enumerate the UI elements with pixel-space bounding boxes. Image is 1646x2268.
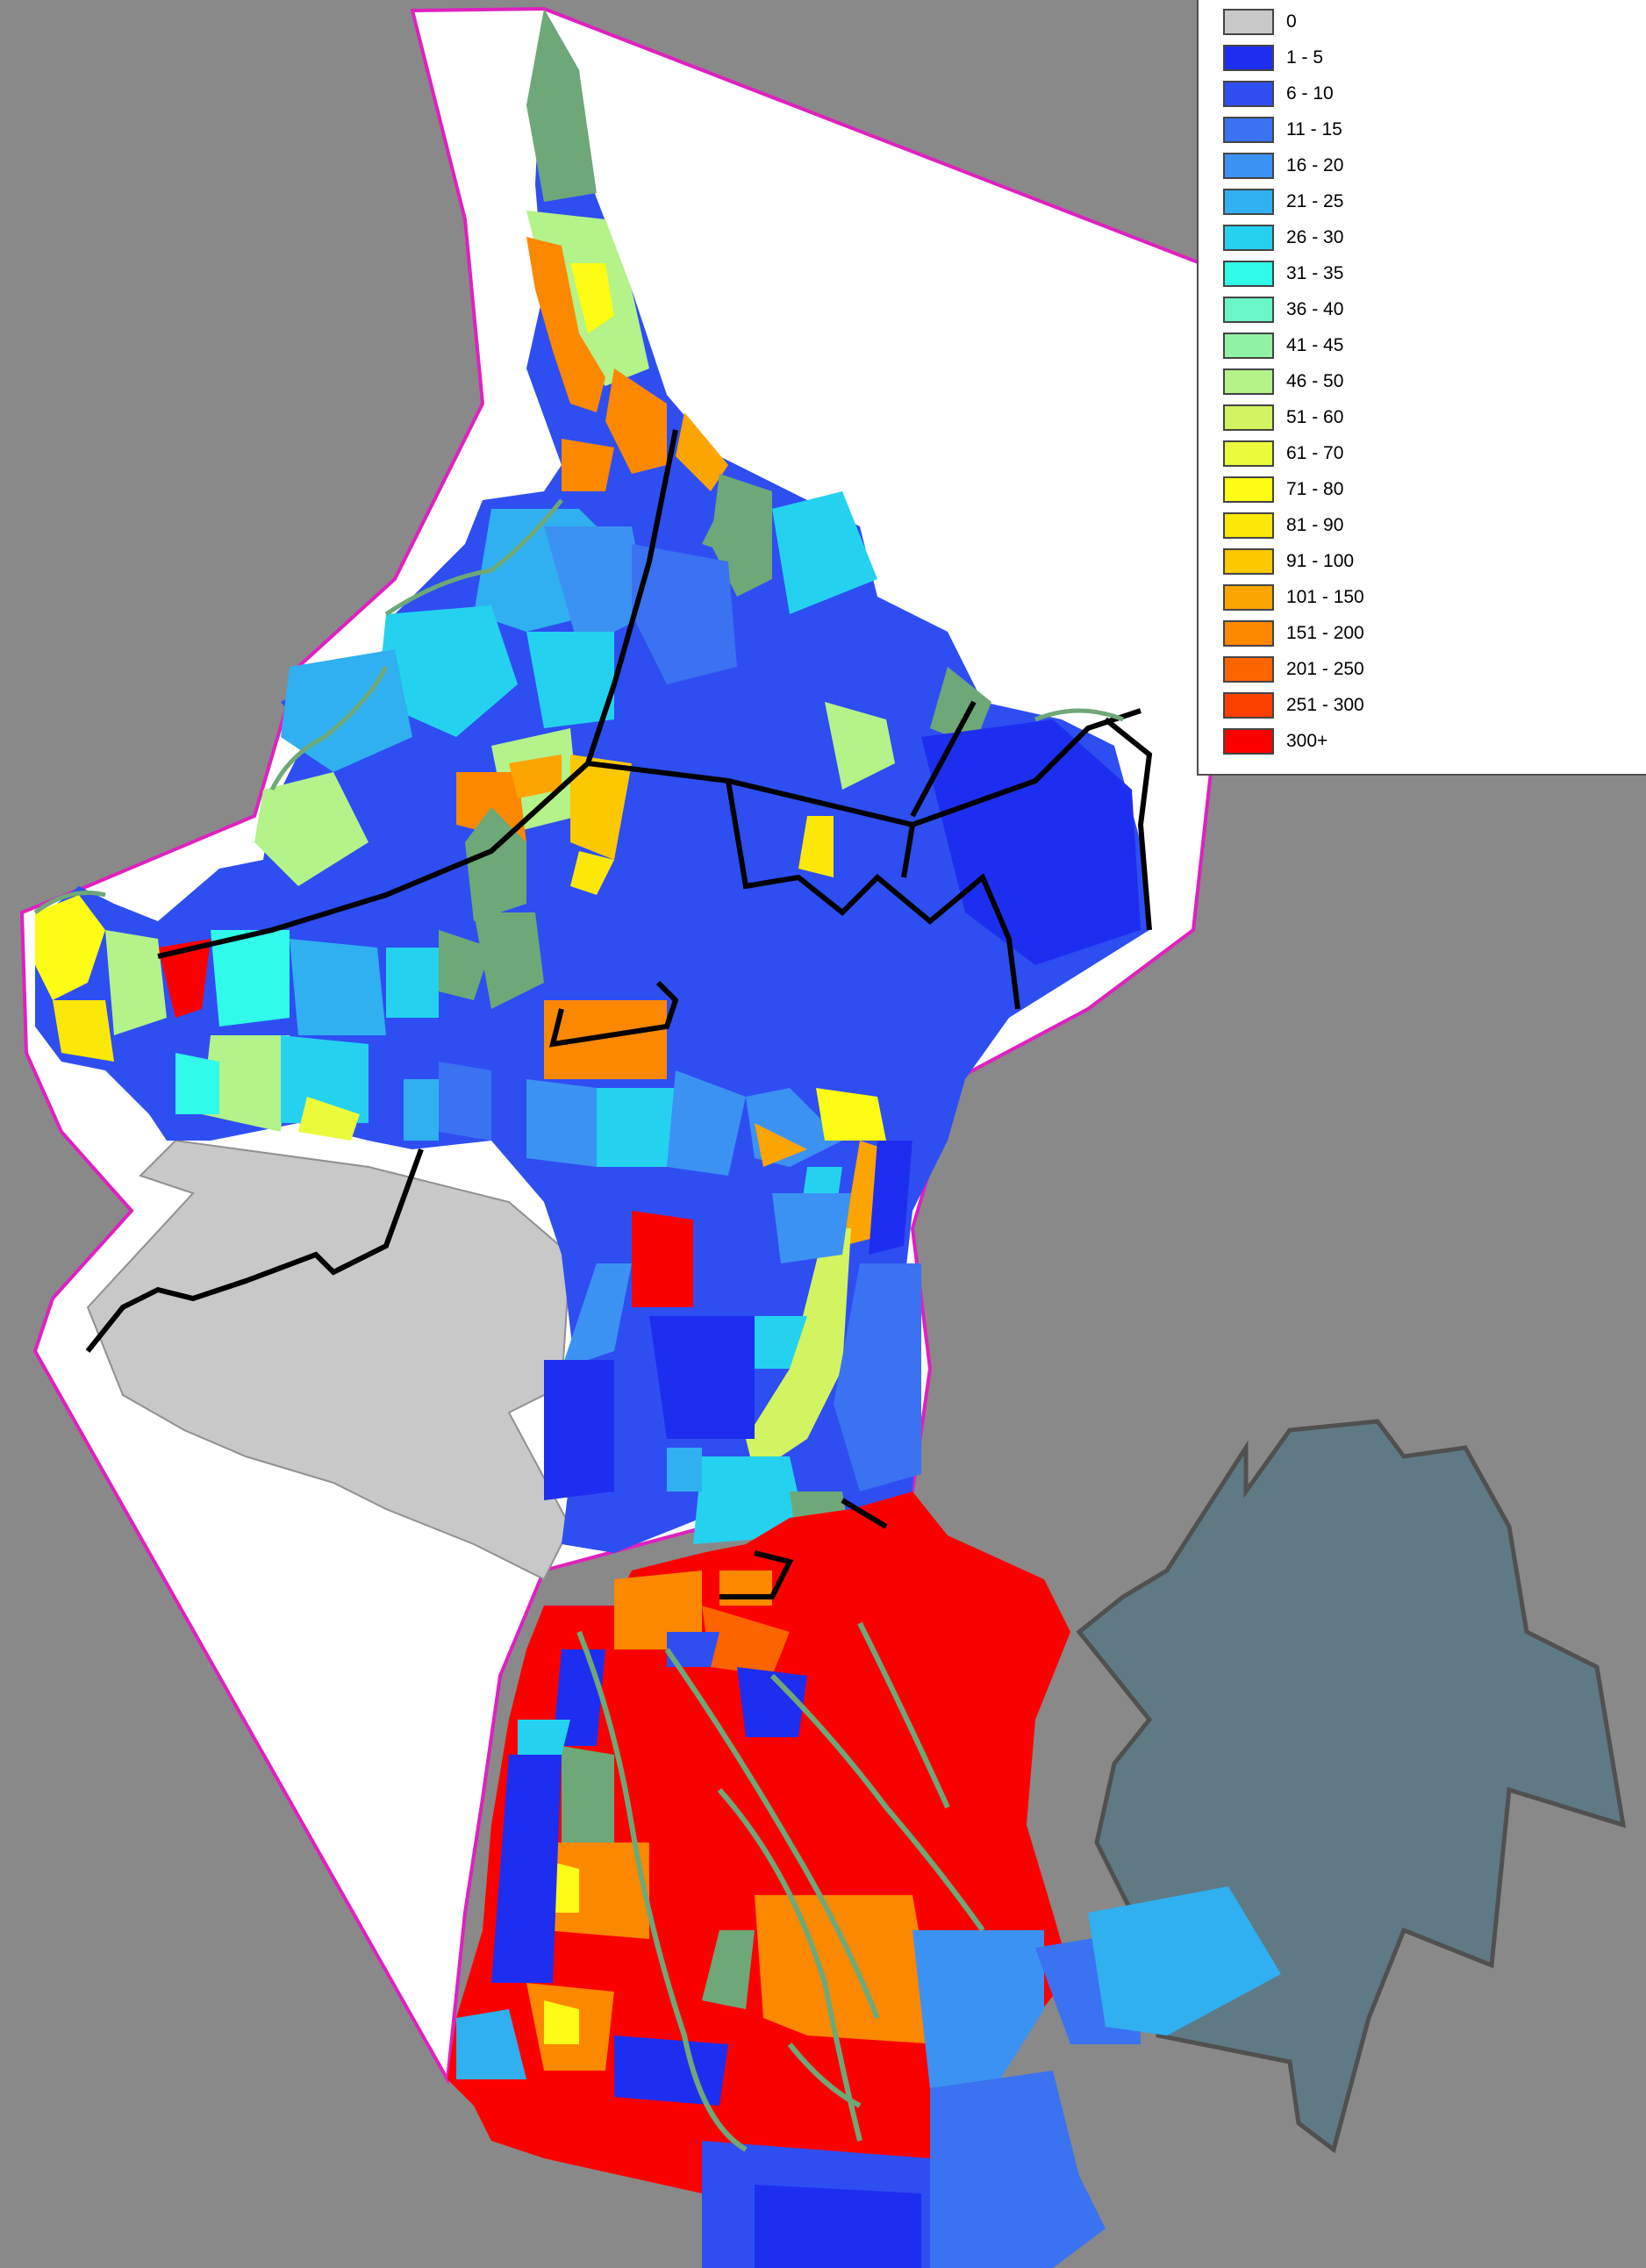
stream-channels bbox=[576, 1621, 985, 2152]
legend-item: 0 bbox=[1223, 9, 1297, 35]
legend-swatch bbox=[1223, 225, 1274, 251]
legend-swatch bbox=[1223, 512, 1274, 539]
legend-swatch bbox=[1223, 548, 1274, 575]
legend-swatch bbox=[1223, 404, 1274, 431]
southern-high-zone bbox=[447, 1492, 1281, 2268]
legend-swatch bbox=[1223, 620, 1274, 647]
legend-label: 251 - 300 bbox=[1286, 695, 1364, 715]
legend-label: 36 - 40 bbox=[1286, 299, 1344, 319]
legend-label: 71 - 80 bbox=[1286, 479, 1344, 499]
legend-label: 6 - 10 bbox=[1286, 83, 1334, 104]
legend-item: 251 - 300 bbox=[1223, 692, 1364, 719]
outside-region bbox=[1076, 1419, 1627, 2154]
legend-swatch bbox=[1223, 45, 1274, 71]
legend-item: 41 - 45 bbox=[1223, 333, 1343, 359]
legend-swatch bbox=[1223, 261, 1274, 287]
region-patches bbox=[35, 9, 1141, 1553]
legend-label: 0 bbox=[1286, 11, 1297, 32]
zone-zero-west bbox=[86, 1139, 572, 1581]
legend-label: 91 - 100 bbox=[1286, 551, 1355, 571]
legend-item: 101 - 150 bbox=[1223, 584, 1364, 611]
legend-label: 101 - 150 bbox=[1286, 587, 1364, 607]
legend-item: 1 - 5 bbox=[1223, 45, 1323, 71]
legend-item: 31 - 35 bbox=[1223, 261, 1343, 287]
legend-swatch bbox=[1223, 476, 1274, 503]
legend-label: 26 - 30 bbox=[1286, 227, 1344, 247]
legend-swatch bbox=[1223, 297, 1274, 323]
map-legend: 0 1 - 5 6 - 10 11 - 15 16 - 20 21 - 25 26 - 30… bbox=[1197, 0, 1646, 776]
legend-item: 151 - 200 bbox=[1223, 620, 1364, 647]
legend-swatch bbox=[1223, 333, 1274, 359]
legend-label: 81 - 90 bbox=[1286, 515, 1344, 535]
legend-swatch bbox=[1223, 117, 1274, 143]
legend-label: 61 - 70 bbox=[1286, 443, 1344, 463]
legend-swatch bbox=[1223, 189, 1274, 215]
legend-item: 6 - 10 bbox=[1223, 81, 1334, 107]
legend-label: 300+ bbox=[1286, 731, 1328, 751]
legend-label: 151 - 200 bbox=[1286, 623, 1364, 643]
legend-swatch bbox=[1223, 9, 1274, 35]
legend-item: 71 - 80 bbox=[1223, 476, 1343, 503]
legend-item: 46 - 50 bbox=[1223, 368, 1343, 395]
legend-swatch bbox=[1223, 692, 1274, 719]
legend-item: 26 - 30 bbox=[1223, 225, 1343, 251]
legend-item: 21 - 25 bbox=[1223, 189, 1343, 215]
legend-swatch bbox=[1223, 368, 1274, 395]
legend-item: 36 - 40 bbox=[1223, 297, 1343, 323]
legend-label: 41 - 45 bbox=[1286, 335, 1344, 355]
legend-swatch bbox=[1223, 81, 1274, 107]
legend-label: 201 - 250 bbox=[1286, 659, 1364, 679]
legend-swatch bbox=[1223, 440, 1274, 467]
legend-swatch bbox=[1223, 584, 1274, 611]
legend-swatch bbox=[1223, 728, 1274, 755]
legend-label: 1 - 5 bbox=[1286, 47, 1324, 68]
legend-item: 201 - 250 bbox=[1223, 656, 1364, 683]
legend-swatch bbox=[1223, 656, 1274, 683]
legend-label: 51 - 60 bbox=[1286, 407, 1344, 427]
legend-item: 51 - 60 bbox=[1223, 404, 1343, 431]
legend-label: 16 - 20 bbox=[1286, 155, 1344, 175]
legend-label: 46 - 50 bbox=[1286, 371, 1344, 391]
legend-item: 16 - 20 bbox=[1223, 153, 1343, 179]
legend-item: 300+ bbox=[1223, 728, 1328, 755]
parkland-edges bbox=[33, 498, 1124, 915]
legend-label: 11 - 15 bbox=[1286, 119, 1342, 140]
legend-label: 31 - 35 bbox=[1286, 263, 1344, 283]
legend-item: 91 - 100 bbox=[1223, 548, 1354, 575]
legend-item: 11 - 15 bbox=[1223, 117, 1342, 143]
legend-item: 81 - 90 bbox=[1223, 512, 1343, 539]
legend-item: 61 - 70 bbox=[1223, 440, 1343, 467]
legend-swatch bbox=[1223, 153, 1274, 179]
legend-label: 21 - 25 bbox=[1286, 191, 1344, 211]
district-borders bbox=[85, 429, 1153, 1599]
